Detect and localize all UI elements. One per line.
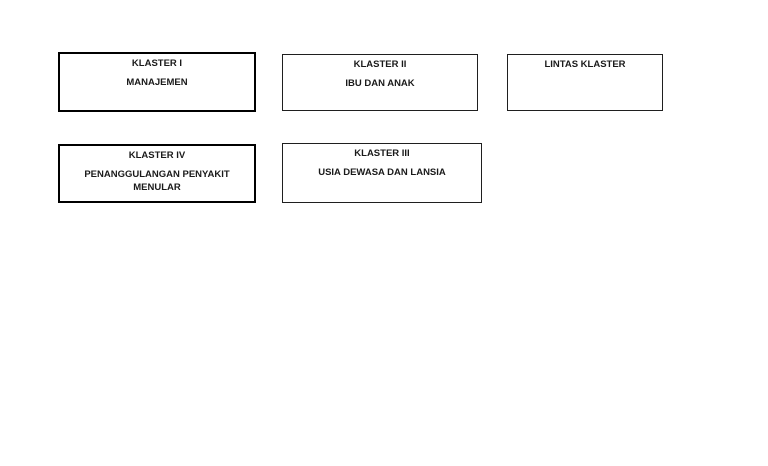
box-lintas-klaster-title: LINTAS KLASTER [544,59,626,70]
box-klaster-4-subtitle: PENANGGULANGAN PENYAKIT MENULAR [84,169,230,193]
box-klaster-2-subtitle: IBU DAN ANAK [345,78,415,89]
box-klaster-2-title: KLASTER II [353,59,407,70]
box-klaster-3-title: KLASTER III [354,148,410,159]
box-klaster-3-subtitle: USIA DEWASA DAN LANSIA [318,167,446,178]
box-klaster-1: KLASTER I MANAJEMEN [58,52,256,112]
box-lintas-klaster: LINTAS KLASTER [507,54,663,111]
box-klaster-4: KLASTER IV PENANGGULANGAN PENYAKIT MENUL… [58,144,256,203]
box-klaster-1-subtitle: MANAJEMEN [126,77,188,88]
box-klaster-2: KLASTER II IBU DAN ANAK [282,54,478,111]
box-klaster-4-title: KLASTER IV [128,150,186,161]
box-klaster-1-title: KLASTER I [131,58,183,69]
box-klaster-3: KLASTER III USIA DEWASA DAN LANSIA [282,143,482,203]
